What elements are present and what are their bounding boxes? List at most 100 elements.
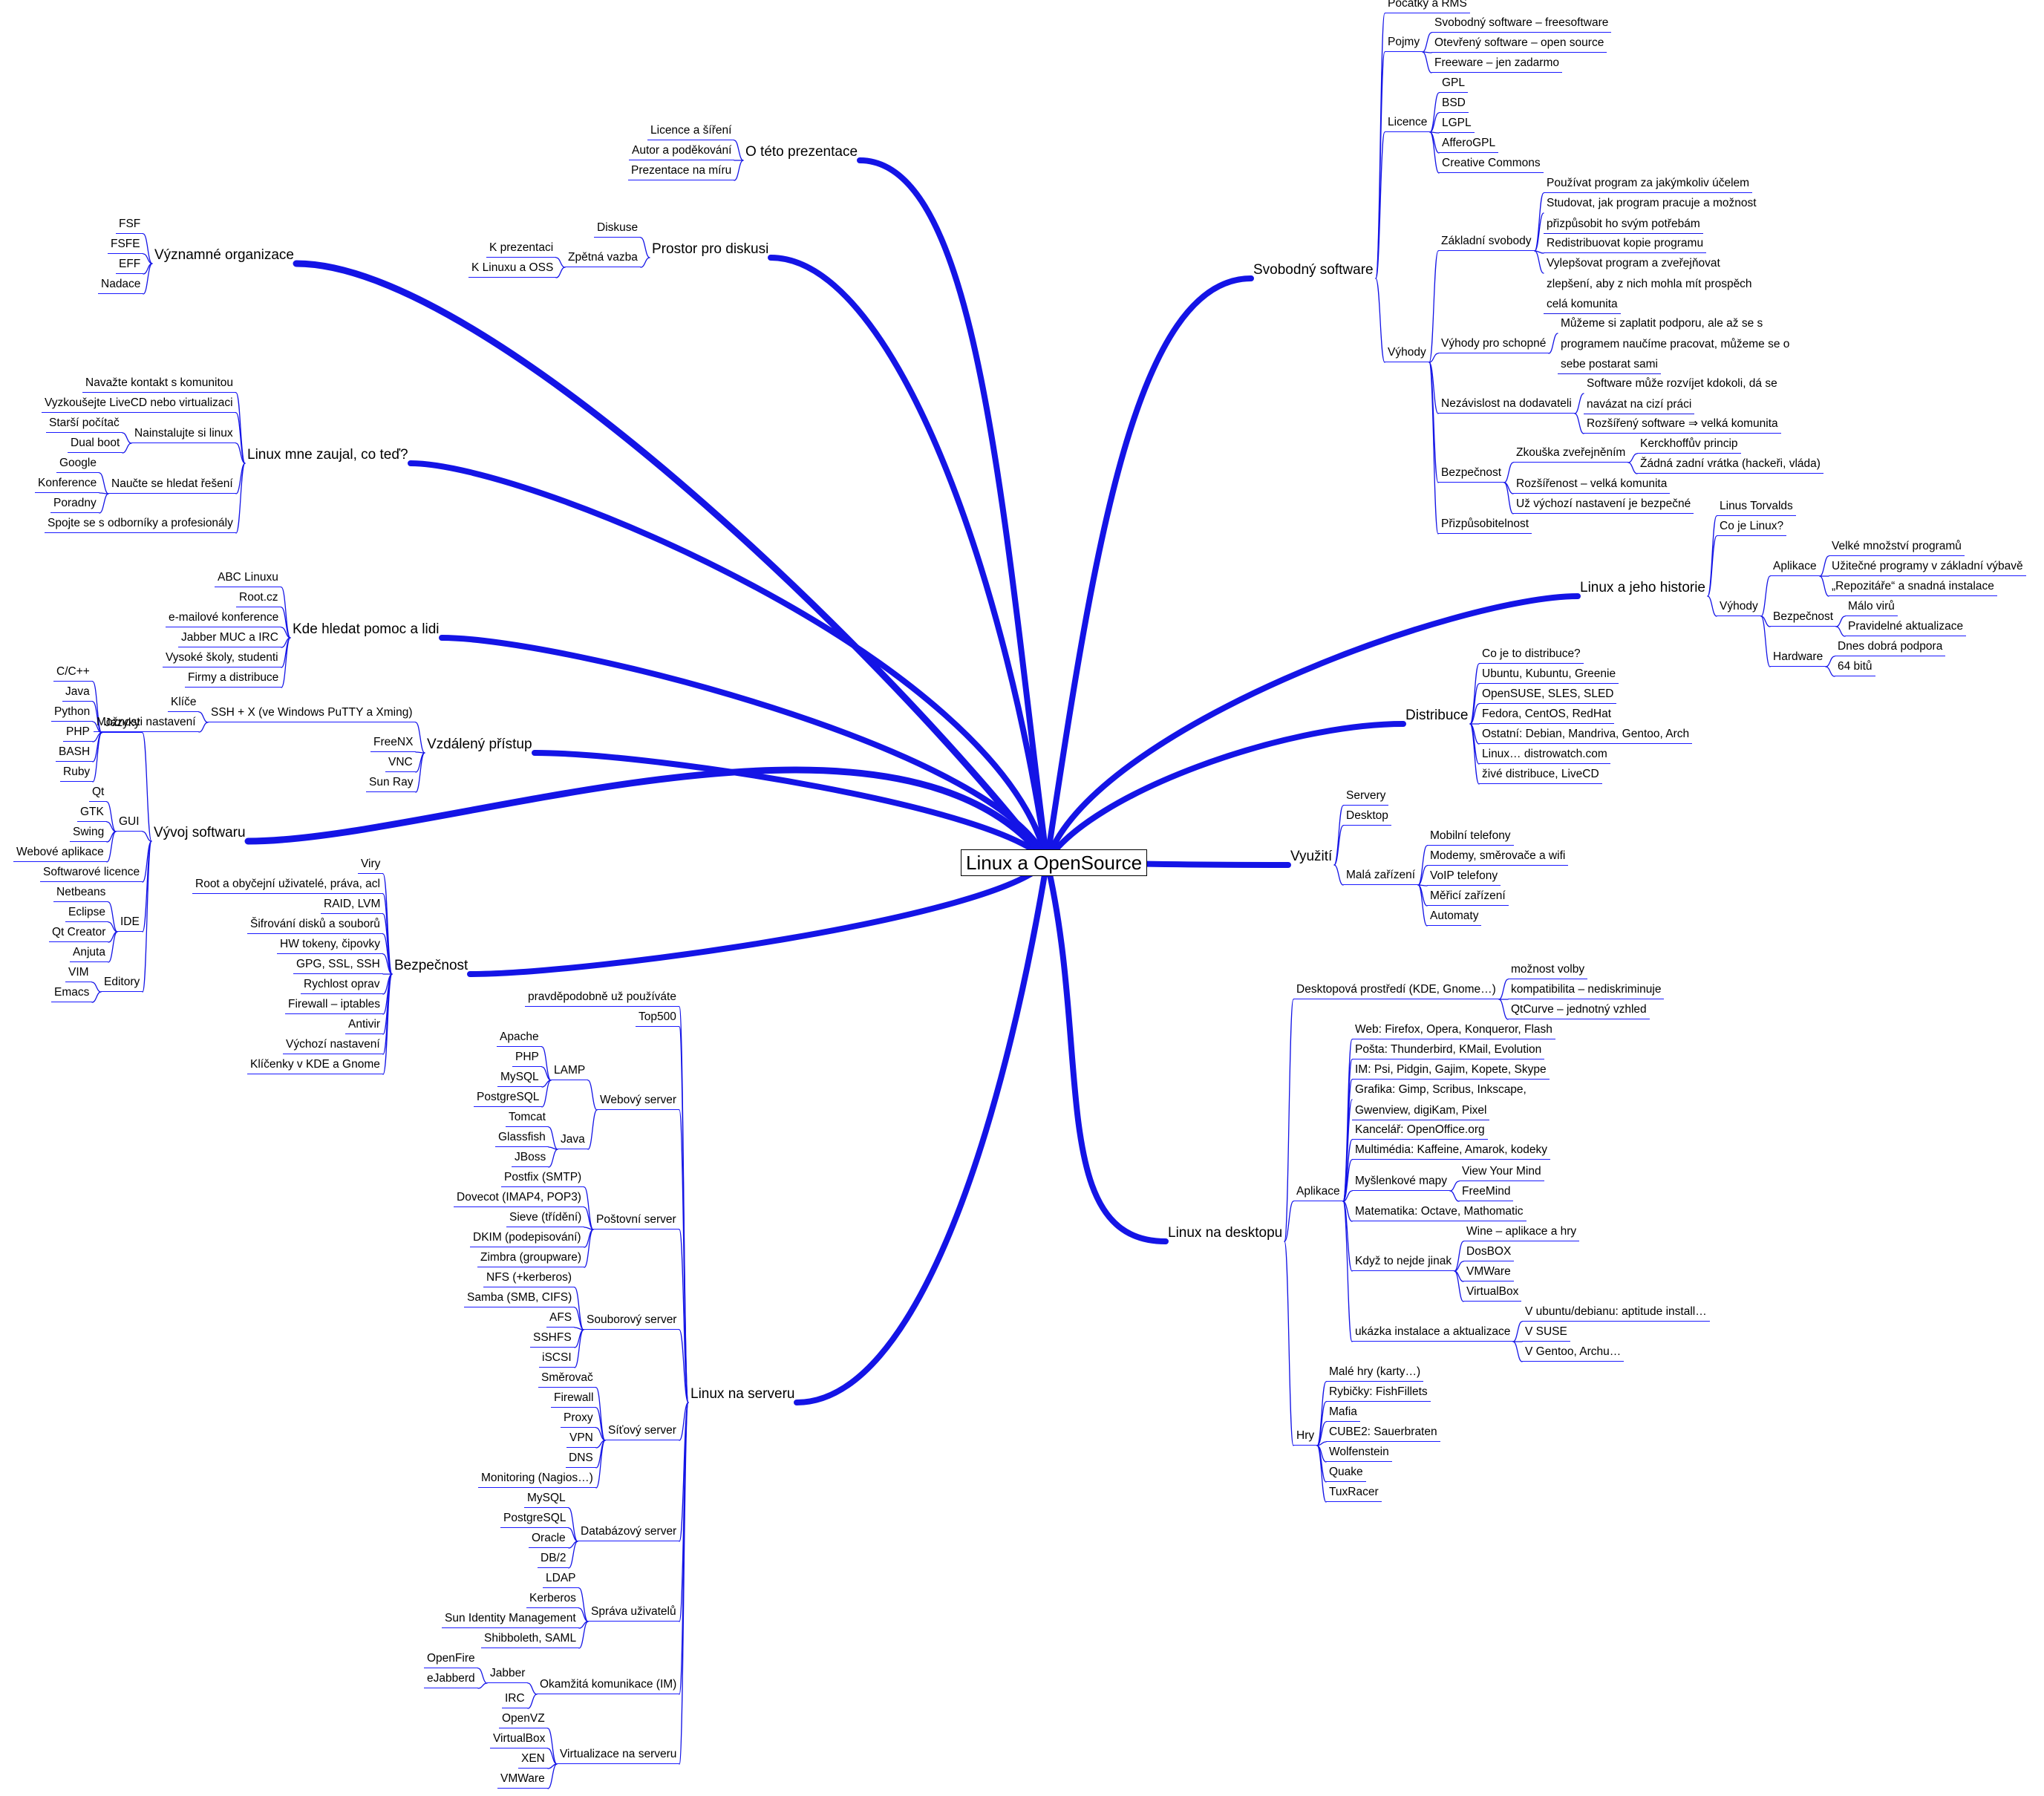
node-eff[interactable]: EFF <box>116 258 144 274</box>
node-freemind[interactable]: FreeMind <box>1459 1185 1514 1201</box>
node-jazyky[interactable]: Jazyky <box>102 716 143 733</box>
node-vyzkousejte-livecd-nebo-virtualizaci[interactable]: Vyzkoušejte LiveCD nebo virtualizaci <box>42 396 236 413</box>
node-pojmy[interactable]: Pojmy <box>1385 36 1423 52</box>
node-db-2[interactable]: DB/2 <box>538 1552 569 1568</box>
node-quake[interactable]: Quake <box>1326 1466 1366 1482</box>
node-prizpusobitelnost[interactable]: Přizpůsobitelnost <box>1438 517 1532 534</box>
node-editory[interactable]: Editory <box>101 976 143 992</box>
node-bash[interactable]: BASH <box>56 745 94 762</box>
node-opensuse-sles-sled[interactable]: OpenSUSE, SLES, SLED <box>1479 688 1617 704</box>
node-vmware[interactable]: VMWare <box>1463 1265 1514 1281</box>
node-c-c[interactable]: C/C++ <box>53 665 93 682</box>
node-svobodny-software-freesoftware[interactable]: Svobodný software – freesoftware <box>1431 16 1612 33</box>
node-v-suse[interactable]: V SUSE <box>1522 1325 1570 1342</box>
node-pocatky-a-rms[interactable]: Počátky a RMS <box>1385 0 1470 13</box>
node-vim[interactable]: VIM <box>65 966 92 982</box>
node-im-psi-pidgin-gajim-kopete-skype[interactable]: IM: Psi, Pidgin, Gajim, Kopete, Skype <box>1352 1063 1550 1080</box>
node-abc-linuxu[interactable]: ABC Linuxu <box>215 571 281 587</box>
node-dkim-podepisovani[interactable]: DKIM (podepisování) <box>470 1231 584 1247</box>
node-postgresql[interactable]: PostgreSQL <box>474 1091 543 1107</box>
node-gui[interactable]: GUI <box>116 815 143 832</box>
node-php[interactable]: PHP <box>63 725 93 742</box>
node-root-cz[interactable]: Root.cz <box>236 591 281 607</box>
node-view-your-mind[interactable]: View Your Mind <box>1459 1165 1544 1181</box>
node-muzeme-si-zaplatit-podporu-ale-az-se-s[interactable]: Můžeme si zaplatit podporu, ale až se s <box>1561 317 1763 330</box>
node-bezpecnost[interactable]: Bezpečnost <box>1438 466 1504 483</box>
node-xen[interactable]: XEN <box>518 1752 548 1769</box>
node-vychozi-nastaveni[interactable]: Výchozí nastavení <box>283 1038 383 1054</box>
node-ruby[interactable]: Ruby <box>60 765 94 782</box>
branch-pomoc[interactable]: Kde hledat pomoc a lidi <box>293 621 440 637</box>
node-nezavislost-na-dodavateli[interactable]: Nezávislost na dodavateli <box>1438 397 1575 414</box>
node-vysoke-skoly-studenti[interactable]: Vysoké školy, studenti <box>163 651 281 667</box>
node-vyhody[interactable]: Výhody <box>1385 346 1429 362</box>
node-cube2-sauerbraten[interactable]: CUBE2: Sauerbraten <box>1326 1426 1440 1442</box>
node-malo-viru[interactable]: Málo virů <box>1845 600 1898 616</box>
node-dosbox[interactable]: DosBOX <box>1463 1245 1515 1261</box>
node-aplikace[interactable]: Aplikace <box>1770 560 1820 576</box>
node-freeware-jen-zadarmo[interactable]: Freeware – jen zadarmo <box>1431 56 1562 73</box>
node-php[interactable]: PHP <box>512 1051 542 1067</box>
branch-vyuziti[interactable]: Využití <box>1290 849 1333 864</box>
node-sun-ray[interactable]: Sun Ray <box>366 776 417 792</box>
node-glassfish[interactable]: Glassfish <box>495 1131 549 1147</box>
branch-zaujal[interactable]: Linux mne zaujal, co teď? <box>247 447 408 463</box>
node-afs[interactable]: AFS <box>546 1311 575 1328</box>
node-autor-a-podekovani[interactable]: Autor a poděkování <box>629 144 735 160</box>
node-uzitecne-programy-v-zakladni-vybave[interactable]: Užitečné programy v základní výbavě <box>1829 560 2026 576</box>
node-gpl[interactable]: GPL <box>1439 76 1469 93</box>
node-starsi-pocitac[interactable]: Starší počítač <box>46 417 123 433</box>
node-zimbra-groupware[interactable]: Zimbra (groupware) <box>477 1251 585 1267</box>
node-smerovac[interactable]: Směrovač <box>538 1371 596 1388</box>
node-eclipse[interactable]: Eclipse <box>65 906 108 922</box>
node-gpg-ssl-ssh[interactable]: GPG, SSL, SSH <box>293 958 383 974</box>
node-raid-lvm[interactable]: RAID, LVM <box>321 898 384 914</box>
node-linux-distrowatch-com[interactable]: Linux… distrowatch.com <box>1479 748 1610 764</box>
node-vmware[interactable]: VMWare <box>497 1772 548 1789</box>
branch-desktop[interactable]: Linux na desktopu <box>1168 1225 1283 1241</box>
node-apache[interactable]: Apache <box>497 1031 542 1047</box>
node-jabber-muc-a-irc[interactable]: Jabber MUC a IRC <box>178 631 281 647</box>
node-uz-vychozi-nastaveni-je-bezpecne[interactable]: Už výchozí nastavení je bezpečné <box>1513 497 1694 514</box>
node-softwarove-licence[interactable]: Softwarové licence <box>40 866 143 882</box>
node-tomcat[interactable]: Tomcat <box>506 1111 549 1127</box>
node-velke-mnozstvi-programu[interactable]: Velké množství programů <box>1829 540 1965 556</box>
branch-organizace[interactable]: Významné organizace <box>154 247 294 263</box>
node-ldap[interactable]: LDAP <box>543 1572 579 1588</box>
node-top500[interactable]: Top500 <box>636 1010 679 1027</box>
node-okamzita-komunikace-im[interactable]: Okamžitá komunikace (IM) <box>537 1678 680 1694</box>
node-zpetna-vazba[interactable]: Zpětná vazba <box>565 251 641 267</box>
node-fsfe[interactable]: FSFE <box>108 238 143 254</box>
node-matematika-octave-mathomatic[interactable]: Matematika: Octave, Mathomatic <box>1352 1205 1527 1221</box>
branch-prezentace[interactable]: O této prezentace <box>745 144 858 160</box>
node-posta-thunderbird-kmail-evolution[interactable]: Pošta: Thunderbird, KMail, Evolution <box>1352 1043 1545 1059</box>
node-oracle[interactable]: Oracle <box>529 1532 569 1548</box>
node-vyhody[interactable]: Výhody <box>1717 600 1761 616</box>
node-dovecot-imap4-pop3[interactable]: Dovecot (IMAP4, POP3) <box>454 1191 584 1207</box>
node-zakladni-svobody[interactable]: Základní svobody <box>1438 235 1535 251</box>
node-openfire[interactable]: OpenFire <box>424 1652 478 1668</box>
node-postovni-server[interactable]: Poštovní server <box>593 1213 679 1230</box>
node-linus-torvalds[interactable]: Linus Torvalds <box>1717 500 1796 516</box>
node-redistribuovat-kopie-programu[interactable]: Redistribuovat kopie programu <box>1544 237 1707 253</box>
node-rozsireny-software-velka-komunita[interactable]: Rozšířený software ⇒ velká komunita <box>1584 417 1781 434</box>
node-64-bitu[interactable]: 64 bitů <box>1835 660 1875 676</box>
node-nainstalujte-si-linux[interactable]: Nainstalujte si linux <box>131 427 236 443</box>
node-k-prezentaci[interactable]: K prezentaci <box>486 241 557 258</box>
node-proxy[interactable]: Proxy <box>561 1411 596 1428</box>
node-licence[interactable]: Licence <box>1385 116 1431 132</box>
node-firewall[interactable]: Firewall <box>551 1391 597 1408</box>
node-moznost-volby[interactable]: možnost volby <box>1508 963 1588 979</box>
node-vylepsovat-program-a-zverejnovat[interactable]: Vylepšovat program a zveřejňovat <box>1547 257 1720 270</box>
node-prezentace-na-miru[interactable]: Prezentace na míru <box>628 164 735 180</box>
node-sieve-trideni[interactable]: Sieve (třídění) <box>506 1211 585 1227</box>
branch-svobodny[interactable]: Svobodný software <box>1253 262 1374 278</box>
node-modemy-smerovace-a-wifi[interactable]: Modemy, směrovače a wifi <box>1427 849 1569 866</box>
node-kerckhoffuv-princip[interactable]: Kerckhoffův princip <box>1637 437 1741 454</box>
node-pravdepodobne-uz-pouzivate[interactable]: pravděpodobně už používáte <box>525 990 679 1007</box>
node-gtk[interactable]: GTK <box>77 806 107 822</box>
node-e-mailove-konference[interactable]: e-mailové konference <box>166 611 282 627</box>
node-java[interactable]: Java <box>558 1133 588 1149</box>
node-monitoring-nagios[interactable]: Monitoring (Nagios…) <box>478 1472 596 1488</box>
node-bsd[interactable]: BSD <box>1439 97 1469 113</box>
